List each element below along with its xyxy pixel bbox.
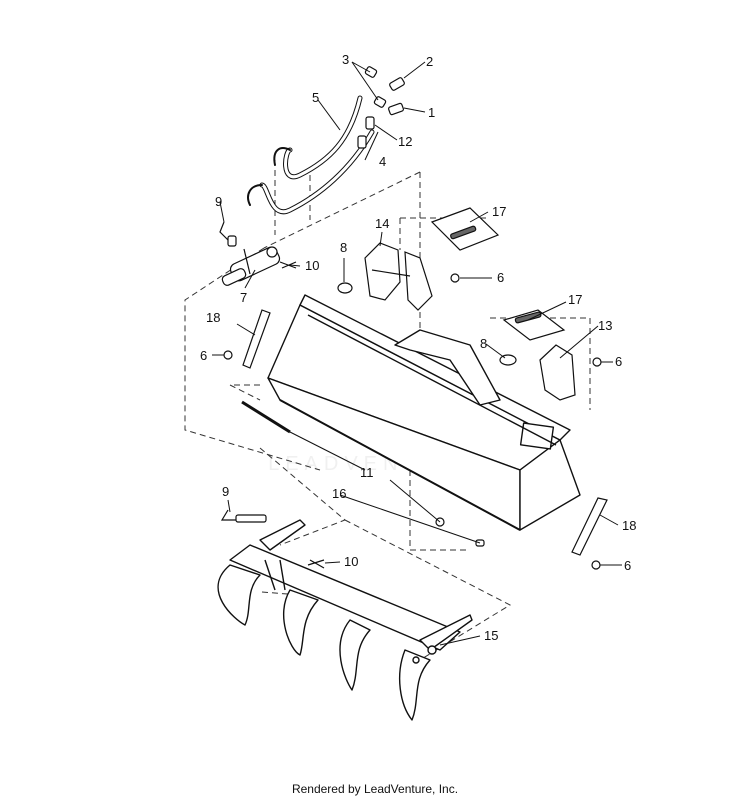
callout-10-lower: 10 xyxy=(344,554,358,569)
callout-6-lower: 6 xyxy=(624,558,631,573)
callout-7: 7 xyxy=(240,290,247,305)
grapple-attachment xyxy=(218,520,472,720)
side-plates xyxy=(243,310,607,555)
callout-4: 4 xyxy=(379,154,386,169)
callout-14: 14 xyxy=(375,216,389,231)
callout-15: 15 xyxy=(484,628,498,643)
upper-bracket xyxy=(338,243,432,310)
hydraulic-hose-assembly xyxy=(248,98,372,212)
hair-pin-clip-lower xyxy=(308,560,324,568)
hair-pin-clip-upper xyxy=(280,262,296,268)
pin-lower xyxy=(222,510,266,522)
callout-2: 2 xyxy=(426,54,433,69)
callout-6-upper: 6 xyxy=(497,270,504,285)
loader-bucket xyxy=(268,295,580,530)
callout-9-upper: 9 xyxy=(215,194,222,209)
callout-12: 12 xyxy=(398,134,412,149)
callout-10-upper: 10 xyxy=(305,258,319,273)
callout-16: 16 xyxy=(332,486,346,501)
callout-labels: 1 2 3 4 5 12 9 10 7 8 14 17 6 18 6 17 13… xyxy=(200,52,636,643)
hose-fittings xyxy=(358,66,405,148)
hydraulic-cylinder xyxy=(221,245,281,286)
callout-17-right: 17 xyxy=(568,292,582,307)
callout-13: 13 xyxy=(598,318,612,333)
callout-18-right: 18 xyxy=(622,518,636,533)
callout-17-upper: 17 xyxy=(492,204,506,219)
callout-5: 5 xyxy=(312,90,319,105)
leader-lines xyxy=(212,61,622,646)
callout-11: 11 xyxy=(360,465,374,480)
callout-18-left: 18 xyxy=(206,310,220,325)
callout-9-lower: 9 xyxy=(222,484,229,499)
callout-3: 3 xyxy=(342,52,349,67)
nut xyxy=(224,274,601,569)
callout-6-left: 6 xyxy=(200,348,207,363)
pin-upper xyxy=(220,222,236,246)
callout-8-upper: 8 xyxy=(340,240,347,255)
callout-6-right: 6 xyxy=(615,354,622,369)
decal-upper xyxy=(432,208,498,250)
callout-8-right: 8 xyxy=(480,336,487,351)
footer-credit: Rendered by LeadVenture, Inc. xyxy=(291,782,459,796)
callout-1: 1 xyxy=(428,105,435,120)
rear-bracket xyxy=(500,310,575,400)
